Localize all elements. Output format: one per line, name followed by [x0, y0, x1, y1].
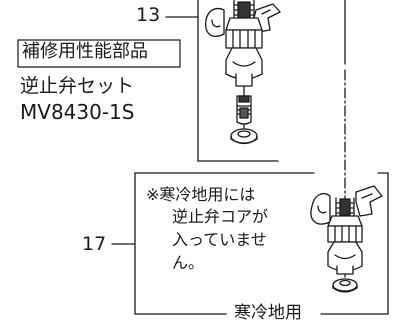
part-set-code: MV8430-1S: [20, 100, 135, 124]
callout-17: 17: [82, 233, 107, 255]
repair-badge-frame: [17, 39, 181, 68]
cold-note-line-3: 入っていませ: [172, 230, 267, 249]
repair-badge: 補修用性能部品: [22, 41, 148, 62]
washer-upper: [230, 123, 258, 145]
valve-core: [236, 85, 252, 125]
washer-lower: [332, 273, 358, 293]
callout-13: 13: [136, 4, 161, 26]
upper-valve-assembly: [205, 0, 281, 87]
cold-region-valve-assembly: [310, 185, 383, 275]
part-set-name: 逆止弁セット: [20, 75, 135, 97]
cold-note-line-1: ※寒冷地用には: [146, 185, 256, 204]
cold-note-line-2: 逆止弁コアが: [172, 207, 269, 226]
cold-note-line-4: ん。: [172, 253, 205, 272]
upper-frame: [197, 0, 346, 162]
cold-region-caption: 寒冷地用: [234, 303, 302, 323]
